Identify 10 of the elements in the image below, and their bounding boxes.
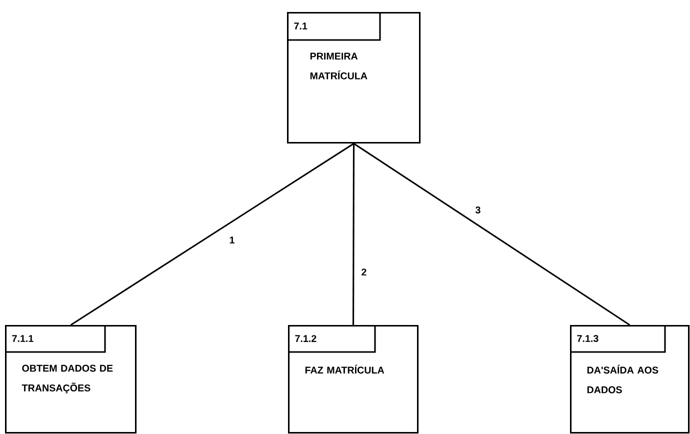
process-box: 7.1.2 FAZ MATRÍCULA (288, 325, 419, 434)
process-box: 7.1 PRIMEIRA MATRÍCULA (287, 12, 421, 144)
process-box: 7.1.3 DA'SAÍDA AOS DADOS (570, 325, 690, 434)
connector-line (352, 144, 355, 325)
connector-line (70, 142, 354, 326)
edge-label: 3 (474, 205, 482, 215)
connector-line (353, 142, 630, 326)
process-box: 7.1.1 OBTEM DADOS DE TRANSAÇÕES (5, 325, 137, 434)
edge-label: 1 (228, 235, 236, 245)
edge-label: 2 (360, 267, 368, 277)
